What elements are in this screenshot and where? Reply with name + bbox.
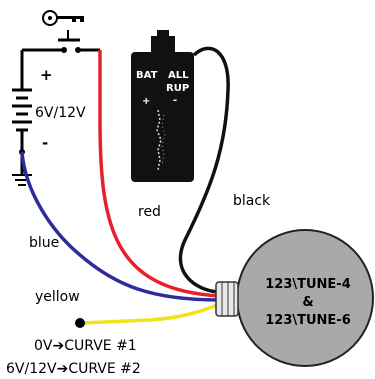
red-wire-label: red	[138, 204, 161, 220]
blue-wire	[20, 151, 221, 302]
yellow-wire-label: yellow	[35, 289, 80, 305]
coil-plus-label: +	[142, 96, 150, 107]
key-icon	[42, 10, 84, 26]
blue-wire-label: blue	[29, 235, 59, 251]
yellow-wire-terminal	[75, 318, 85, 328]
distributor-label-1: 123\TUNE-4	[265, 277, 351, 292]
distributor	[215, 229, 374, 367]
black-wire	[178, 46, 230, 294]
coil-all-label: ALL	[168, 70, 189, 81]
yellow-wire	[81, 302, 221, 325]
curve-1-note: 0V➔CURVE #1	[34, 338, 137, 354]
ignition-switch	[22, 30, 100, 53]
curve-2-note: 6V/12V➔CURVE #2	[6, 361, 141, 377]
battery-minus-label: -	[42, 134, 48, 152]
distributor-label-3: 123\TUNE-6	[265, 313, 351, 328]
coil-bat-label: BAT	[136, 70, 158, 81]
ignition-coil	[131, 30, 194, 182]
battery-plus-label: +	[40, 66, 53, 84]
red-wire	[98, 50, 221, 298]
coil-minus-label: -	[173, 95, 177, 106]
black-wire-label: black	[233, 193, 271, 209]
battery-voltage-label: 6V/12V	[35, 105, 86, 121]
coil-rup-label: RUP	[166, 83, 189, 94]
distributor-label-2: &	[302, 295, 313, 310]
